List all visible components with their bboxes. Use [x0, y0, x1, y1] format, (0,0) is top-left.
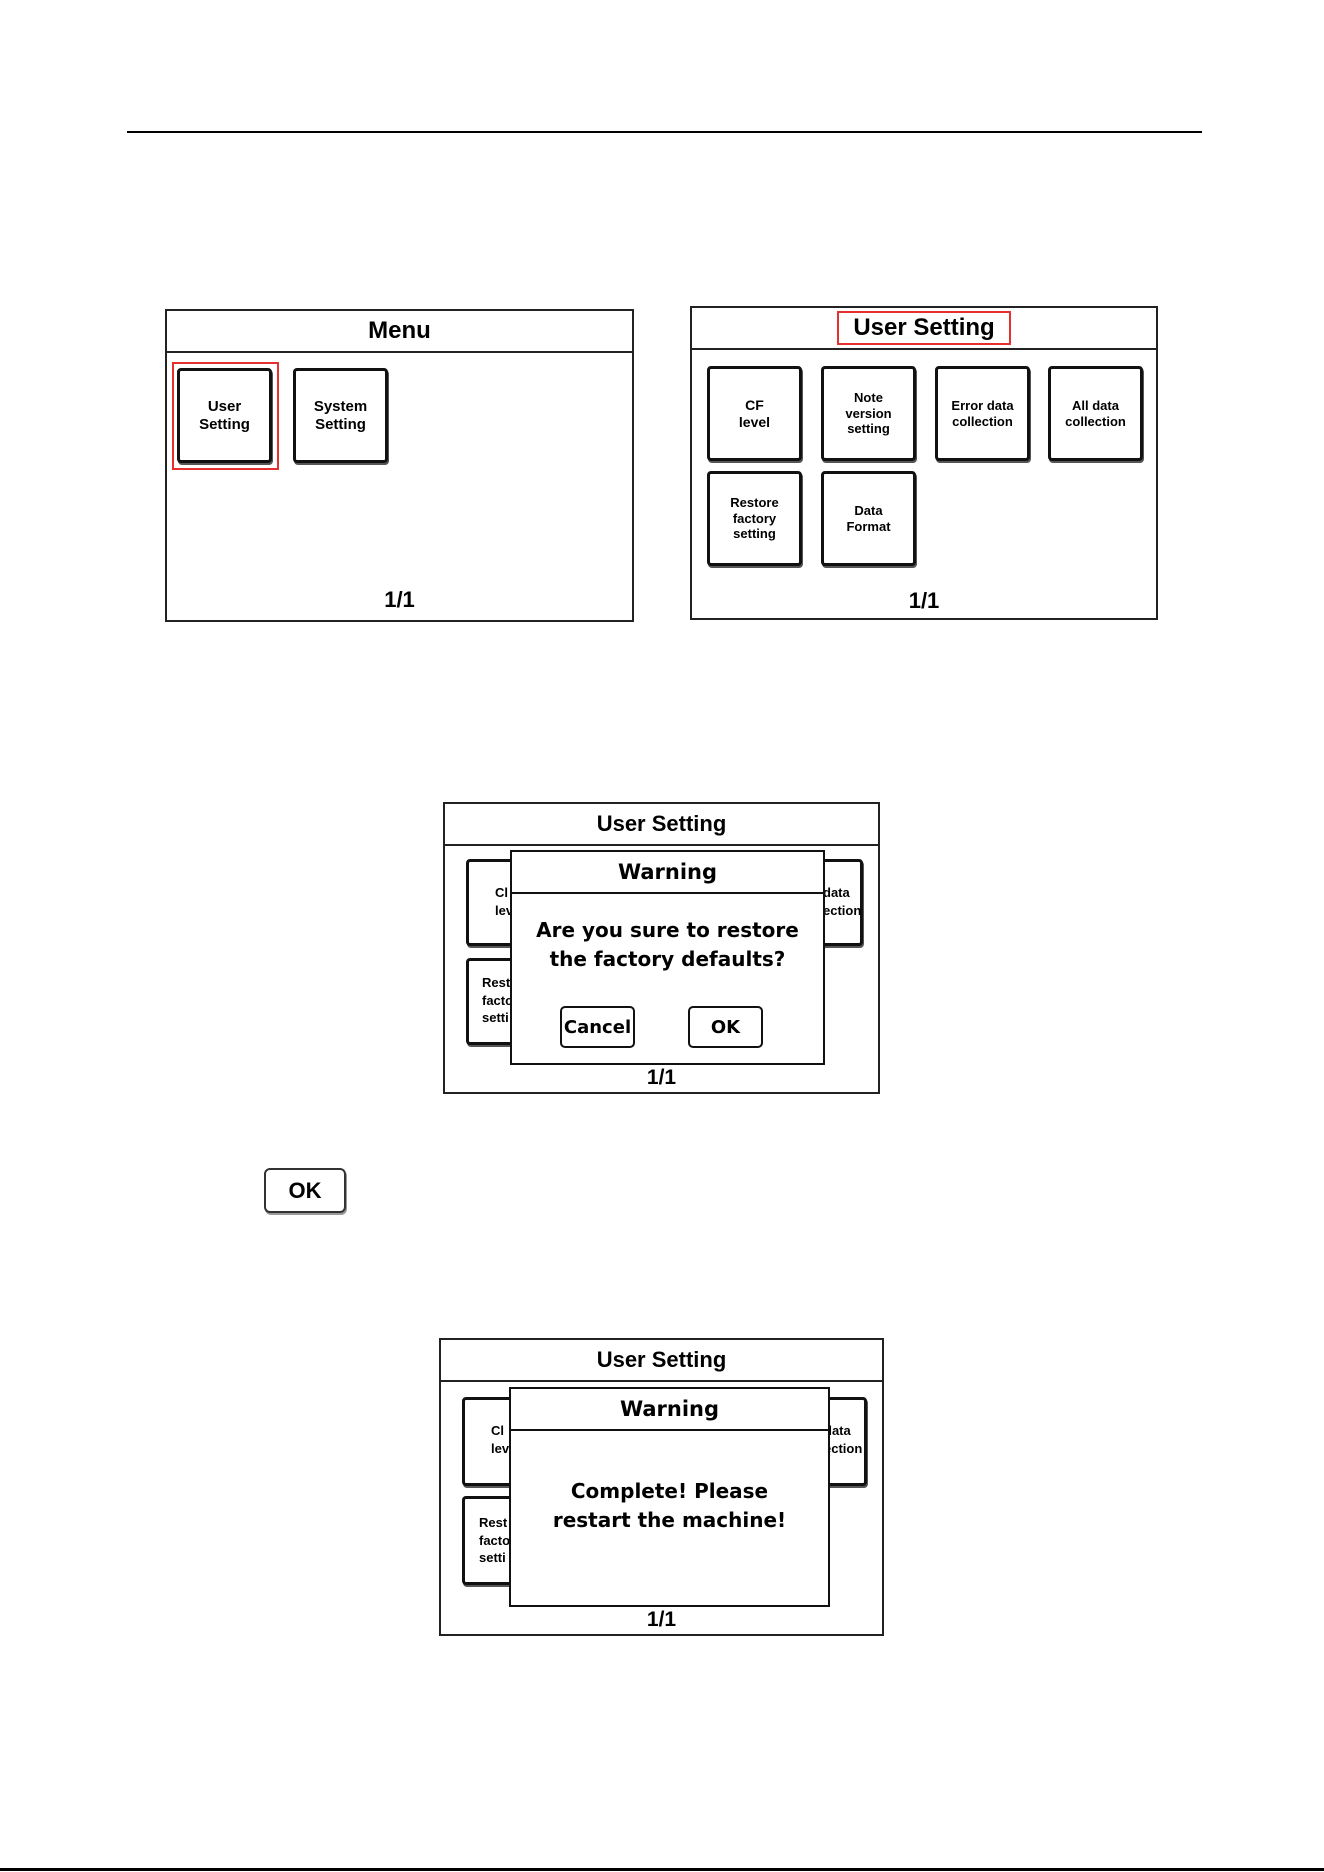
cancel-button[interactable]: Cancel	[560, 1006, 635, 1048]
all-data-collection-button[interactable]: All data collection	[1048, 366, 1143, 461]
user-setting-title-text: User Setting	[837, 311, 1011, 345]
partial-label: Rest facto setti	[479, 1515, 509, 1566]
complete-dialog: Warning Complete! Please restart the mac…	[509, 1387, 830, 1607]
confirm-page-indicator: 1/1	[646, 1066, 677, 1089]
note-version-setting-button[interactable]: Note version setting	[821, 366, 916, 461]
warning-dialog: Warning Are you sure to restore the fact…	[510, 850, 825, 1065]
menu-page-indicator: 1/1	[384, 587, 415, 612]
user-setting-button[interactable]: User Setting	[177, 368, 272, 463]
user-setting-highlight	[172, 362, 279, 470]
ok-button[interactable]: OK	[688, 1006, 763, 1048]
menu-screen-title: Menu	[167, 311, 632, 353]
complete-screen-title: User Setting	[441, 1340, 882, 1382]
restore-factory-setting-button[interactable]: Restore factory setting	[707, 471, 802, 566]
complete-screen: User Setting Cl lev data ection Rest fac…	[439, 1338, 884, 1636]
partial-label: data ection	[823, 885, 862, 918]
warning-dialog-message: Are you sure to restore the factory defa…	[536, 918, 799, 971]
menu-screen: Menu User Setting System Setting 1/1	[165, 309, 634, 622]
header-rule	[127, 131, 1202, 133]
user-setting-screen: User Setting CF level Note version setti…	[690, 306, 1158, 620]
user-setting-page-indicator: 1/1	[908, 588, 940, 613]
confirm-screen: User Setting Cl lev data ection Rest fac…	[443, 802, 880, 1094]
complete-dialog-title: Warning	[511, 1389, 828, 1431]
confirm-screen-title: User Setting	[445, 804, 878, 846]
partial-label: Cl lev	[491, 1423, 510, 1456]
warning-dialog-title: Warning	[512, 852, 823, 894]
complete-page-indicator: 1/1	[646, 1608, 677, 1631]
cf-level-button[interactable]: CF level	[707, 366, 802, 461]
partial-label: Cl lev	[495, 885, 514, 918]
footer-rule	[0, 1868, 1324, 1871]
data-format-button[interactable]: Data Format	[821, 471, 916, 566]
error-data-collection-button[interactable]: Error data collection	[935, 366, 1030, 461]
partial-label: Rest facto setti	[482, 975, 512, 1026]
complete-dialog-message: Complete! Please restart the machine!	[552, 1479, 787, 1532]
partial-label: data ection	[824, 1423, 863, 1456]
ok-button-illustration: OK	[264, 1168, 346, 1213]
user-setting-screen-title: User Setting	[692, 308, 1156, 350]
system-setting-button[interactable]: System Setting	[293, 368, 388, 463]
